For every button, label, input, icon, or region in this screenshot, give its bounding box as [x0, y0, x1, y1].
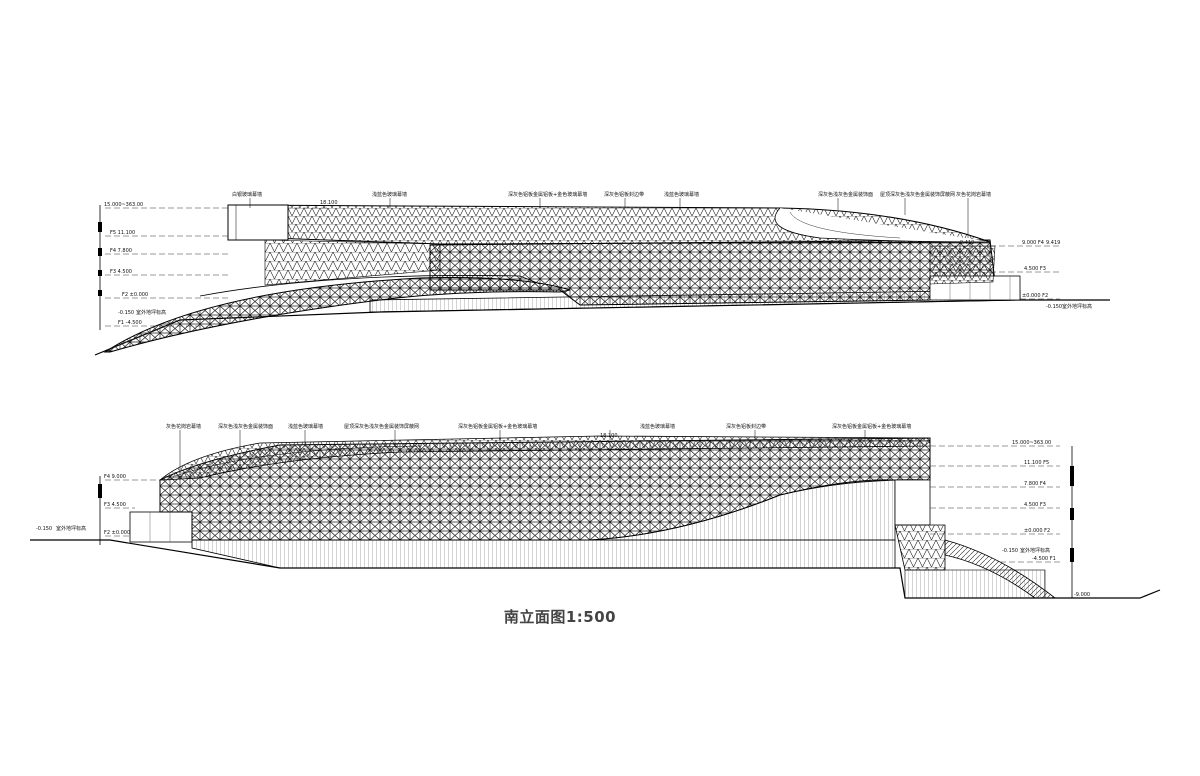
- drawing-caption: 南立面图1:500: [503, 608, 617, 626]
- level-label: 4.500 F3: [1024, 266, 1046, 272]
- level-label: 4.500 F3: [1024, 502, 1046, 508]
- top-levels-left: 15.000~363.00 F5 11.100 F4 7.800 F3 4.50…: [104, 202, 148, 326]
- level-label: F1 -4.500: [118, 320, 142, 326]
- level-label: 15.000~363.00: [104, 202, 143, 208]
- top-peak-label: 18.100: [320, 200, 338, 206]
- level-label: -4.500 F1: [1032, 556, 1056, 562]
- bottom-callout: 灰色花岗岩幕墙: [166, 423, 201, 430]
- top-callout: 白银玻璃幕墙: [232, 191, 262, 198]
- bottom-callout: 浅蓝色玻璃幕墙: [640, 423, 675, 430]
- top-callout: 深灰色铝板封边带: [604, 191, 644, 198]
- level-label: -0.150: [118, 310, 134, 316]
- bottom-stone-block: [129, 511, 193, 543]
- bottom-levels-right: 15.000~363.00 11.100 F5 7.800 F4 4.500 F…: [1002, 440, 1090, 598]
- level-label: -0.150: [36, 526, 52, 532]
- level-label: -0.150: [1046, 304, 1062, 310]
- bottom-ground-note-left: 室外地坪标高: [56, 525, 86, 532]
- level-label: F3 4.500: [110, 269, 132, 275]
- top-callouts: 白银玻璃幕墙 浅蓝色玻璃幕墙 深灰色铝板金属铝板+金色玻璃幕墙 深灰色铝板封边带…: [232, 191, 991, 198]
- level-label: F4 9.000: [104, 474, 126, 480]
- top-callout: 浅蓝色玻璃幕墙: [372, 191, 407, 198]
- bottom-callout: 深灰色铝板封边带: [726, 423, 766, 430]
- bottom-callouts: 灰色花岗岩幕墙 深灰色浅灰色金属装饰面 浅蓝色玻璃幕墙 屋顶深灰色浅灰色金属装饰…: [166, 423, 911, 430]
- bottom-callout: 屋顶深灰色浅灰色金属装饰屏蔽网: [344, 423, 419, 430]
- top-wing: [103, 277, 571, 353]
- top-callout: 浅蓝色玻璃幕墙: [664, 191, 699, 198]
- top-callout: 灰色花岗岩幕墙: [956, 191, 991, 198]
- bottom-levels-left: F4 9.000 F3 4.500 -0.150 F2 ±0.000: [36, 474, 130, 536]
- level-label: F4 7.800: [110, 248, 132, 254]
- level-label: -0.150: [1002, 548, 1018, 554]
- top-ground-note-left: 室外地坪标高: [136, 309, 166, 316]
- level-label: F2 ±0.000: [122, 292, 148, 298]
- bottom-elevation: [30, 430, 1161, 599]
- bottom-callout: 深灰色铝板金属铝板+金色玻璃幕墙: [832, 423, 911, 430]
- bottom-peak-label: 18.100: [600, 433, 618, 439]
- bottom-ground-line: [30, 539, 1161, 599]
- bottom-callout: 深灰色浅灰色金属装饰面: [218, 423, 273, 430]
- level-label: ±0.000 F2: [1024, 528, 1050, 534]
- level-label: F5 11.100: [110, 230, 135, 236]
- top-white-box: [227, 204, 289, 241]
- top-levels-right: 9.000 F4 9.419 4.500 F3 ±0.000 F2 -0.150: [1022, 240, 1062, 310]
- level-label: ±0.000 F2: [1022, 293, 1048, 299]
- level-label: 9.419: [1046, 240, 1060, 246]
- level-label: F2 ±0.000: [104, 530, 130, 536]
- bottom-callout: 浅蓝色玻璃幕墙: [288, 423, 323, 430]
- level-label: 7.800 F4: [1024, 481, 1046, 487]
- level-label: 11.100 F5: [1024, 460, 1049, 466]
- level-label: 9.000 F4: [1022, 240, 1044, 246]
- bottom-callout: 深灰色铝板金属铝板+金色玻璃幕墙: [458, 423, 537, 430]
- top-callout: 屋顶深灰色浅灰色金属装饰屏蔽网: [880, 191, 955, 198]
- bottom-ground-note-right: 室外地坪标高: [1020, 547, 1050, 554]
- top-elevation: [94, 198, 1110, 356]
- level-label: -9.000: [1074, 592, 1090, 598]
- top-ground-note-right: 室外地坪标高: [1062, 303, 1092, 310]
- level-label: 15.000~363.00: [1012, 440, 1051, 446]
- top-tip-label: 9.419: [960, 240, 974, 246]
- top-main-facade: [429, 239, 996, 306]
- top-callout: 深灰色浅灰色金属装饰面: [818, 191, 873, 198]
- level-label: F3 4.500: [104, 502, 126, 508]
- bottom-roof-band: [158, 435, 931, 481]
- top-callout: 深灰色铝板金属铝板+金色玻璃幕墙: [508, 191, 587, 198]
